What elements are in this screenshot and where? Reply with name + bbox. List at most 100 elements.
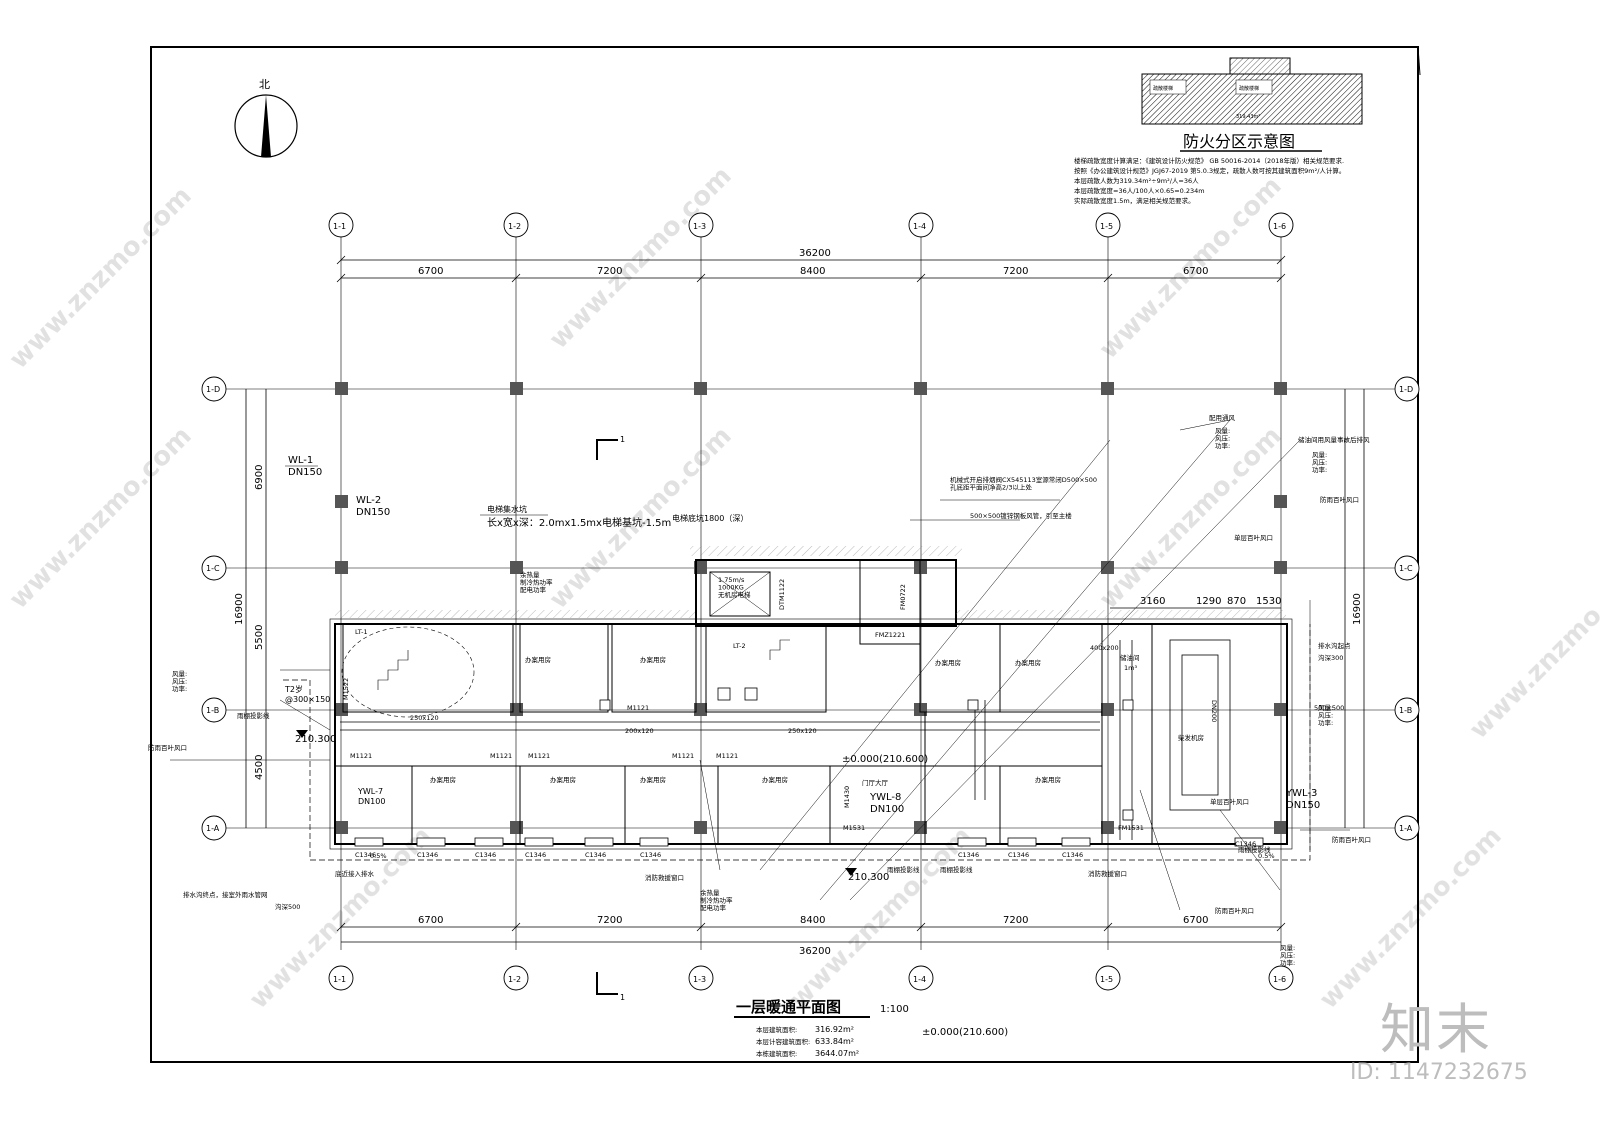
fan-note: 配用通风 — [1209, 413, 1236, 422]
fire-zone-diagram: 疏散楼梯 疏散楼梯 319.43m² 防火分区示意图 楼梯疏散宽度计算满足：《建… — [1074, 57, 1363, 205]
duct-size: 200x120 — [625, 727, 654, 735]
elevator-pit-label: 电梯集水坑 — [487, 504, 527, 514]
room-label: 办案用房 — [550, 775, 576, 784]
fan-spec: 风量:风压:功率: — [1280, 944, 1295, 967]
room-label: 柴发机房 — [1178, 733, 1204, 742]
louver-label: 防雨百叶风口 — [1320, 495, 1359, 504]
area-value: 316.92m² — [815, 1025, 854, 1034]
room-label: 门厅大厅 — [862, 778, 889, 787]
duct-size: 500×500 — [1314, 704, 1344, 712]
bottom-dimension-chain — [336, 922, 1286, 943]
window-tag: C1346 — [417, 851, 438, 859]
area-label: 本层建筑面积: — [756, 1025, 797, 1034]
slope-label: 0.5% — [1258, 852, 1275, 860]
area-value: 633.84m² — [815, 1037, 854, 1046]
axis-label: 1-3 — [693, 222, 706, 231]
fire-zone-stair-label: 疏散楼梯 — [1153, 85, 1173, 92]
fire-zone-title: 防火分区示意图 — [1183, 132, 1295, 151]
room-label: 办案用房 — [935, 658, 961, 667]
fan-spec: 风量:风压:功率: — [1312, 451, 1327, 474]
fire-window-label: 消防救援窗口 — [645, 873, 684, 882]
axis-label: 1-D — [1399, 385, 1413, 394]
window-tag: C1346 — [1062, 851, 1083, 859]
pipe-label-dn: DN150 — [356, 507, 390, 518]
louver-label: 防雨百叶风口 — [1332, 835, 1371, 844]
axis-label: 1-2 — [508, 975, 521, 984]
window-tag: C1346 — [525, 851, 546, 859]
watermark-text: www.znzmo.com — [4, 421, 198, 615]
pipe-label: YWL-8 — [869, 792, 901, 803]
canopy-label: 雨棚投影线 — [1238, 845, 1271, 854]
room-label: 办案用房 — [762, 775, 788, 784]
drawing-border — [150, 46, 1419, 1063]
section-marker — [596, 972, 618, 995]
stair — [377, 639, 790, 690]
watermark-brand: 知末 — [1380, 998, 1492, 1061]
elevation-triangle — [845, 868, 857, 876]
door-tag: M1531 — [843, 824, 865, 832]
dim-top-span: 6700 — [418, 266, 443, 277]
axis-label: 1-6 — [1273, 975, 1286, 984]
plan-scale: 1:100 — [880, 1004, 909, 1015]
dim-right-total: 16900 — [1352, 593, 1363, 625]
louver-label: 防雨百叶风口 — [1215, 906, 1254, 915]
dim-left-span: 4500 — [254, 755, 265, 780]
elevation-triangle — [296, 730, 308, 738]
dim-bottom-span: 8400 — [800, 915, 825, 926]
slope-label: 0.5% — [370, 852, 387, 860]
section-label: 1 — [620, 435, 625, 444]
plan-title: 一层暖通平面图 — [736, 998, 841, 1016]
fire-zone-note: 按照《办公建筑设计规范》JGJ67-2019 第5.0.3规定，疏散人数可按其建… — [1074, 166, 1345, 175]
door-tag: FMZ1221 — [875, 631, 905, 639]
room-label: 办案用房 — [525, 655, 551, 664]
door-tag: M1522 — [342, 678, 350, 700]
room-label: 储油间 — [1120, 653, 1140, 662]
oil-volume: 1m³ — [1124, 664, 1137, 672]
pipe-label-wl2: WL-2 — [356, 495, 381, 506]
dim-left-total: 16900 — [234, 593, 245, 625]
section-label: 1 — [620, 993, 625, 1002]
section-marker — [596, 439, 618, 460]
watermark-text: www.znzmo.com — [4, 181, 198, 375]
door-tag: M1121 — [627, 704, 649, 712]
window-note: 底近接入排水 — [335, 869, 375, 878]
dim-top-total: 36200 — [799, 248, 831, 259]
fan-note: 储油间用风量事故后排风 — [1298, 435, 1370, 444]
room-label: 办案用房 — [1015, 658, 1041, 667]
top-dimension-chain — [336, 255, 1286, 283]
elevator-shaft — [709, 571, 771, 617]
watermark-text: www.znzmo.com — [544, 161, 738, 355]
plan-title-block: 一层暖通平面图 1:100 本层建筑面积: 316.92m² 本层计容建筑面积:… — [734, 998, 1008, 1058]
dim-top-span: 7200 — [597, 266, 622, 277]
window-tag: C1346 — [640, 851, 661, 859]
axis-bubbles-top — [328, 212, 1294, 238]
dim-top-span: 6700 — [1183, 266, 1208, 277]
dim-bottom-span: 7200 — [1003, 915, 1028, 926]
fire-window-label: 消防救援窗口 — [1088, 869, 1127, 878]
door-tag: M1121 — [528, 752, 550, 760]
louver-label: 单层百叶风口 — [1210, 797, 1249, 806]
watermark-id: ID: 1147232675 — [1350, 1060, 1528, 1085]
axis-label: 1-4 — [913, 222, 926, 231]
heat-note: 余热量制冷热功率配电功率 — [520, 570, 553, 594]
window-tag: C1346 — [355, 851, 376, 859]
fan-spec: 风量:风压:功率: — [1215, 427, 1230, 450]
area-label: 本栋建筑面积: — [756, 1049, 797, 1058]
t2-label: T2岁 — [284, 684, 303, 694]
duct-size: 250x120 — [788, 727, 817, 735]
dim-right-top: 1530 — [1256, 596, 1281, 607]
door-tag: M1121 — [716, 752, 738, 760]
axis-label: 1-4 — [913, 975, 926, 984]
t2-spacing: @300×150 — [285, 695, 330, 704]
room-label: 办案用房 — [430, 775, 456, 784]
left-dimension-chain — [245, 389, 267, 828]
door-tag: M1121 — [672, 752, 694, 760]
fire-zone-note: 实际疏散宽度1.5m，满足相关规范要求。 — [1074, 196, 1195, 205]
earth-hatch — [335, 610, 695, 618]
watermark-layer: www.znzmo.com www.znzmo.com www.znzmo.co… — [4, 161, 1600, 1015]
duct-runs — [340, 639, 1231, 840]
pipe-label: DN150 — [1286, 800, 1320, 811]
canopy-outline — [283, 624, 1311, 861]
air-terminals — [599, 687, 1134, 821]
